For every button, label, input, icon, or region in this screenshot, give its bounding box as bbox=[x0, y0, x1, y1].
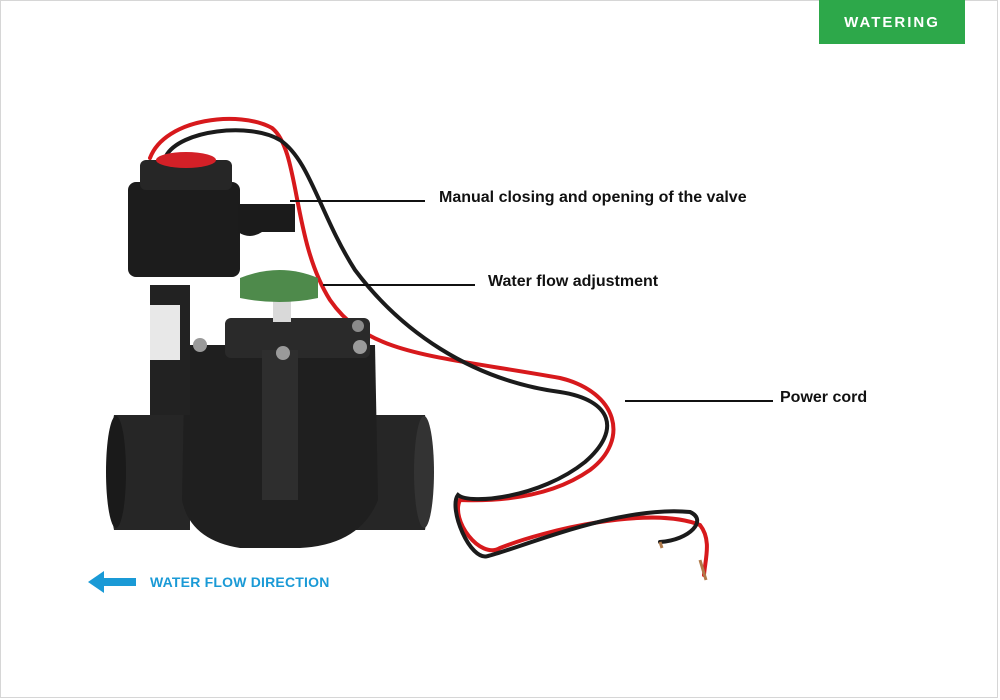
left-arrow-icon bbox=[88, 571, 136, 593]
category-badge-label: WATERING bbox=[844, 13, 940, 31]
solenoid-label bbox=[150, 305, 180, 360]
callout-manual-valve: Manual closing and opening of the valve bbox=[439, 189, 747, 206]
red-wire-tip bbox=[698, 559, 708, 581]
leader-line-flow-adjust bbox=[323, 284, 475, 286]
left-pipe-end bbox=[108, 415, 190, 530]
leader-line-manual-valve bbox=[290, 200, 425, 202]
category-badge: WATERING bbox=[819, 0, 965, 44]
flow-adjust-knob bbox=[240, 270, 318, 302]
left-pipe-opening bbox=[106, 416, 126, 528]
valve-bonnet bbox=[225, 318, 370, 358]
manual-lever bbox=[238, 204, 295, 236]
leader-line-power-cord bbox=[625, 400, 773, 402]
right-pipe-opening bbox=[414, 416, 434, 528]
solenoid-cap bbox=[140, 160, 232, 190]
callout-power-cord: Power cord bbox=[780, 389, 868, 406]
valve-rib bbox=[262, 350, 298, 500]
flow-stem bbox=[273, 298, 291, 322]
bonnet-screw-3 bbox=[353, 340, 367, 354]
flow-direction-label: WATER FLOW DIRECTION bbox=[150, 574, 330, 590]
black-wire bbox=[164, 128, 699, 559]
callout-flow-adjust: Water flow adjustment bbox=[488, 273, 659, 290]
black-wire-tip bbox=[658, 541, 664, 549]
solenoid-housing bbox=[128, 182, 240, 277]
bonnet-screw-2 bbox=[276, 346, 290, 360]
bonnet-screw-1 bbox=[193, 338, 207, 352]
bonnet-screw-4 bbox=[352, 320, 364, 332]
solenoid-red-top bbox=[156, 152, 216, 168]
flow-direction: WATER FLOW DIRECTION bbox=[88, 571, 330, 593]
